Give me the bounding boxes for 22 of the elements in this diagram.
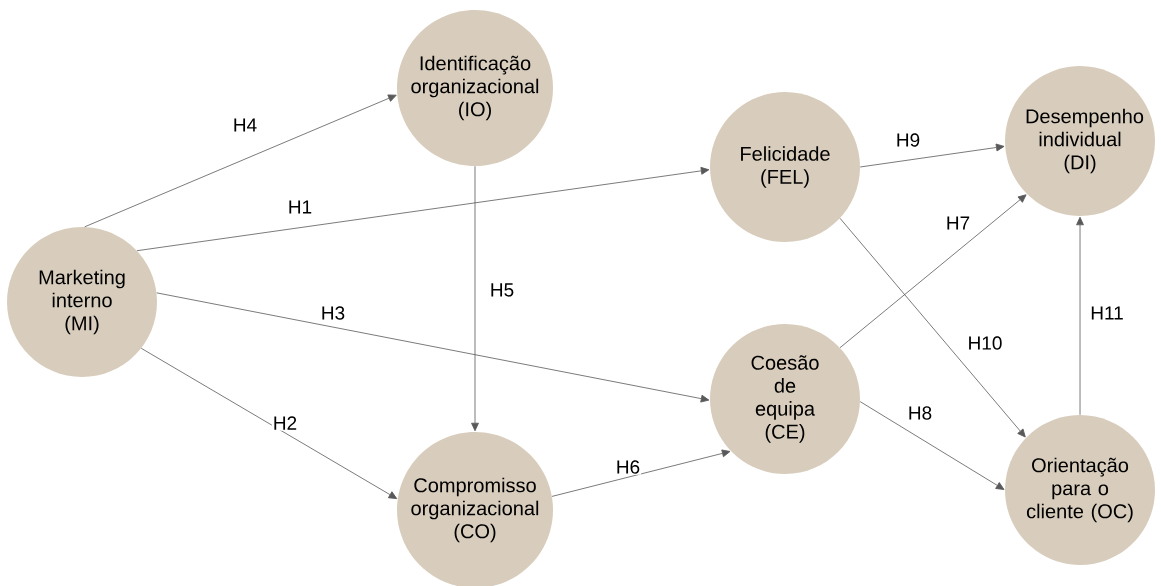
edge-label: H6 (614, 459, 642, 475)
arrow (156, 292, 710, 403)
edge-label: H11 (1089, 305, 1125, 321)
arrow (1076, 216, 1084, 416)
edge-label: H9 (894, 132, 922, 148)
edge-label: H1 (286, 199, 314, 215)
arrow (84, 94, 397, 228)
arrow (140, 347, 398, 499)
edge-label: H10 (966, 335, 1004, 351)
arrow (136, 166, 710, 252)
arrow (859, 143, 1005, 168)
arrow (551, 449, 731, 497)
arrow (839, 217, 1026, 438)
arrow (859, 401, 1005, 490)
edge-label: H3 (319, 305, 347, 321)
edge-label: H7 (944, 215, 972, 231)
arrow (471, 165, 479, 432)
edge-label: H5 (488, 282, 516, 298)
edge-label: H4 (231, 117, 259, 133)
edge-label: H8 (906, 405, 934, 421)
edge-label: H2 (271, 415, 299, 431)
arrow (839, 194, 1027, 349)
